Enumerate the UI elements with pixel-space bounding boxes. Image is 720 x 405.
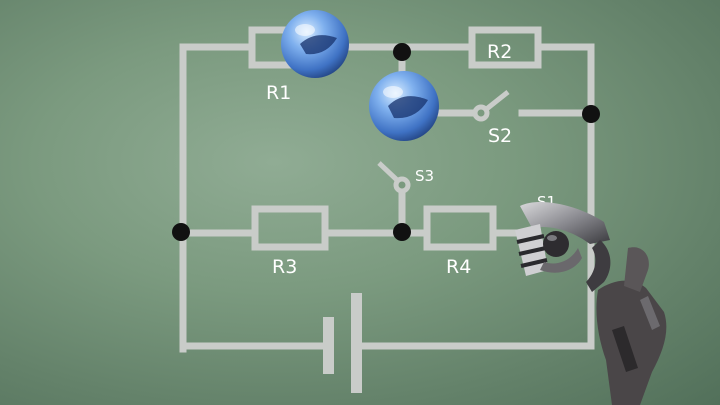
resistor-r3: [251, 205, 329, 251]
node-left: [172, 223, 190, 241]
label-s3: S3: [415, 167, 434, 185]
resistor-r2: [468, 26, 542, 69]
label-r1: R1: [266, 82, 291, 104]
label-r4: R4: [446, 256, 471, 278]
wire-top-right: [361, 43, 595, 350]
switch-s3: [377, 161, 411, 194]
battery-long-plate: [351, 293, 362, 393]
switch-s2-pivot: [472, 104, 490, 122]
robot-hand-icon: [515, 201, 667, 405]
switch-s3-pivot: [393, 176, 411, 194]
junction-nodes: [172, 43, 600, 241]
label-s2: S2: [488, 125, 512, 147]
wire-top-left: [179, 43, 256, 353]
node-top-middle: [393, 43, 411, 61]
ball-s2: [369, 71, 439, 141]
switch-s2-lever: [482, 90, 510, 113]
switch-s3-lever: [377, 161, 399, 182]
node-center: [393, 223, 411, 241]
resistor-r4: [423, 205, 497, 251]
label-r3: R3: [272, 256, 297, 278]
battery-short-plate: [323, 317, 334, 374]
node-right: [582, 105, 600, 123]
label-r2: R2: [487, 41, 512, 63]
switch-s2: [472, 90, 510, 122]
battery: [323, 293, 362, 393]
ball-r1: [281, 10, 349, 78]
